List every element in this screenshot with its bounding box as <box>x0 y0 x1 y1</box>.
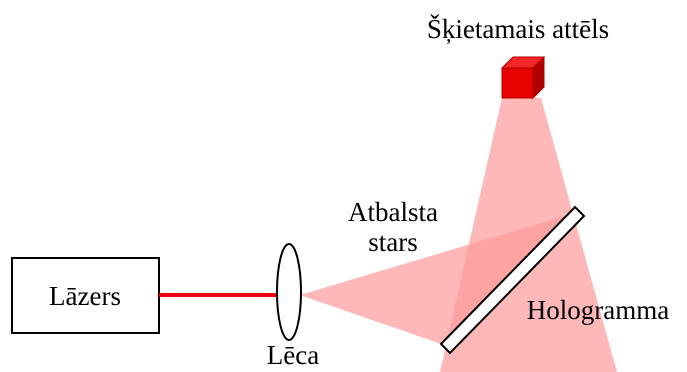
lens-label: Lēca <box>267 340 319 370</box>
hologram-label: Hologramma <box>527 295 669 325</box>
lens-ellipse <box>276 243 302 341</box>
laser-label: Lāzers <box>49 281 121 311</box>
virtual-image-cube-icon <box>500 55 546 100</box>
hologram-plate <box>439 205 586 355</box>
reference-beam-label-line2: stars <box>368 227 418 257</box>
laser-box <box>11 257 160 334</box>
reference-beam-label-line1: Atbalsta <box>348 197 438 227</box>
virtual-image-label: Šķietamais attēls <box>427 14 609 44</box>
